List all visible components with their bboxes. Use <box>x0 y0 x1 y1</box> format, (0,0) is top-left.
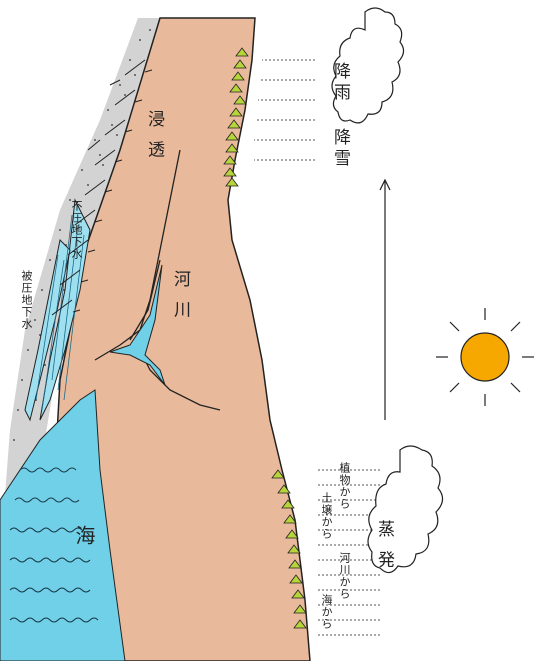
from-sea-label: 海から <box>318 594 334 630</box>
confined-groundwater-label: 被圧地下水 <box>18 270 34 330</box>
infiltration-label: 浸 透 <box>142 110 167 161</box>
from-rivers-label: 河川から <box>336 552 352 600</box>
precipitation-arrows <box>254 60 315 160</box>
sun <box>461 333 509 381</box>
evaporation-label: 蒸 発 <box>372 520 397 571</box>
snow-label: 降雪 <box>328 128 353 170</box>
unconfined-groundwater-label: 不圧地下水 <box>68 200 84 260</box>
from-soil-label: 土壌から <box>318 492 334 540</box>
rain-label: 降雨 <box>328 62 353 104</box>
sea-label: 海 <box>70 525 99 551</box>
from-plants-label: 植物から <box>336 462 352 510</box>
river-label: 河 川 <box>168 270 193 321</box>
